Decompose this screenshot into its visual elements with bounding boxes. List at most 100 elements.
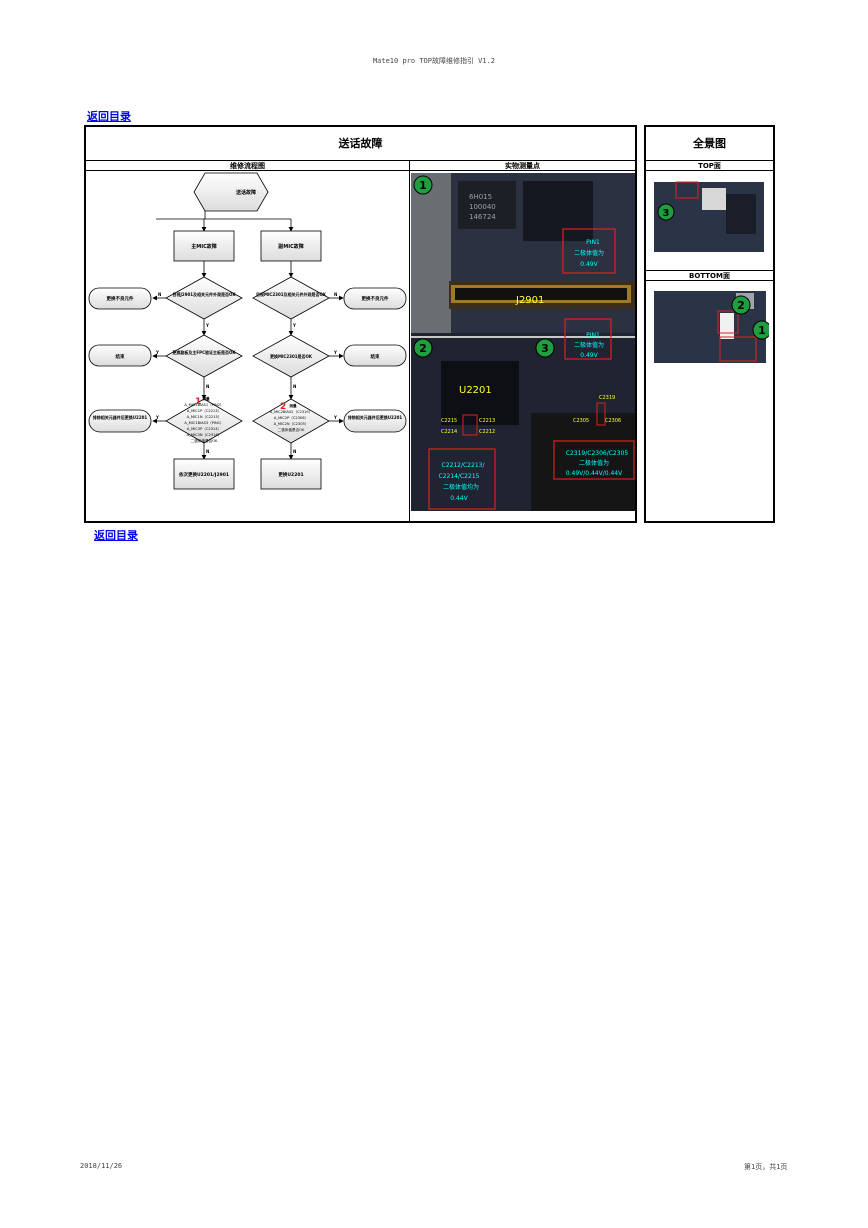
start-node — [193, 172, 269, 212]
no-label-3: N — [206, 384, 209, 389]
reflow-left-node — [88, 409, 152, 433]
no-label-4: N — [293, 384, 296, 389]
note2b-frame — [553, 440, 635, 480]
note3-line-3: 0.49V — [580, 352, 598, 359]
measure-left-text: 测量 A_MIC1BIAS1（PIN2） A_MIC1P（C2213） A_MI… — [184, 396, 223, 443]
label-c2213: C2213 — [479, 418, 495, 424]
note3-line-2: 二极体值为 — [574, 341, 604, 349]
top-board-shield — [702, 188, 726, 210]
measure-right-line-1: 测量 — [289, 403, 297, 408]
bottom-badge-a — [731, 295, 751, 315]
top-face-label: TOP面 — [646, 160, 773, 171]
yes-label-3: Y — [155, 350, 159, 355]
label-c2212: C2212 — [479, 429, 495, 435]
final-right-node — [260, 458, 322, 490]
no-label-2: N — [334, 292, 337, 297]
photo-right-dark — [531, 413, 635, 511]
measure-left-line-3: A_MIC1P（C2213） — [187, 408, 221, 413]
bottom-badge-b-label: 1 — [758, 324, 766, 337]
ic-label: U2201 — [459, 385, 492, 396]
measure-left-line-5: A_MIC1BIAS3（PIN1） — [184, 420, 223, 425]
measure-right-node — [252, 398, 330, 444]
measure-right-line-4: A_MIC2N（C2305） — [274, 421, 309, 426]
photo-separator — [411, 336, 635, 338]
bottom-badge-a-label: 2 — [737, 299, 745, 312]
end-right-label: 结束 — [371, 353, 380, 360]
step-2-marker: 2 — [280, 402, 286, 412]
reflow-left-label: 排除相关元器件后更换U2201 — [93, 414, 148, 420]
top-board-chip — [726, 194, 756, 234]
no-label-1: N — [158, 292, 161, 297]
table-subheader-row: 维修流程图 实物测量点 — [86, 160, 635, 171]
badge-2-label: 2 — [419, 342, 427, 355]
yes-label-1: Y — [205, 323, 209, 328]
yes-label-5: Y — [155, 415, 159, 420]
measure-left-node — [165, 398, 243, 444]
measure-left-line-8: 二极体值是否OK — [191, 438, 218, 443]
replace-bad-left-node — [88, 287, 152, 310]
badge-3 — [535, 338, 555, 358]
start-node-label: 送话故障 — [235, 189, 256, 196]
check-j2901-node — [165, 276, 243, 320]
bottom-board-window — [720, 313, 734, 339]
fault-table: 送话故障 维修流程图 实物测量点 — [84, 125, 637, 523]
final-left-node — [173, 458, 235, 490]
repair-flowchart: 送话故障 主MIC故障 副MIC故障 目视J2901及相关元件外观是否OK 目视… — [88, 172, 407, 490]
final-right-label: 更换U2201 — [278, 471, 303, 478]
ic-u2201 — [441, 361, 519, 425]
chip-top-line-1: 6H015 — [469, 193, 492, 201]
check-mic2301-node — [252, 276, 330, 320]
bottom-face-photo: 2 1 — [650, 285, 769, 371]
badge-2 — [413, 338, 433, 358]
bottom-highlight-a — [717, 310, 739, 334]
chip-top-line-3: 146724 — [469, 213, 496, 221]
no-label-6: N — [293, 449, 296, 454]
back-to-contents-link-bottom[interactable]: 返回目录 — [94, 529, 138, 542]
reflow-right-node — [343, 409, 407, 433]
sub-mic-node — [260, 230, 322, 262]
chip-top-line-2: 100040 — [469, 203, 496, 211]
label-c2215: C2215 — [441, 418, 457, 424]
note2a-line-2: C2214/C2215 — [439, 473, 480, 480]
top-face-photo: 3 — [650, 176, 769, 270]
check-j2901-label: 目视J2901及相关元件外观是否OK — [172, 291, 236, 297]
replace-bad-left-label: 更换不良元件 — [107, 295, 134, 302]
reflow-right-label: 排除相关元器件后更换U2201 — [348, 414, 403, 420]
main-mic-node — [173, 230, 235, 262]
fault-title: 送话故障 — [338, 137, 383, 150]
connector-slot — [455, 288, 627, 300]
swap-mic-node — [252, 334, 330, 378]
end-left-node — [88, 344, 152, 367]
end-right-node — [343, 344, 407, 367]
top-badge — [657, 203, 675, 221]
badge-3-label: 3 — [541, 342, 549, 355]
note2a-line-4: 0.44V — [450, 495, 468, 502]
swap-board-node — [165, 334, 243, 378]
badge-1 — [413, 175, 433, 195]
swap-mic-label: 更换MIC2301是否OK — [270, 353, 313, 359]
check-mic2301-label: 目视MIC2301及相关元件外观是否OK — [256, 291, 327, 297]
note2a-frame — [428, 448, 496, 510]
footer-page: 第1页，共1页 — [744, 1163, 788, 1171]
measure-right-line-3: A_MIC2P（C2306） — [274, 415, 308, 420]
measure-right-line-2: A_MIC2BIAS2（C2319） — [270, 409, 313, 414]
measure-left-line-4: A_MIC1N（C2215） — [187, 414, 222, 419]
measure-left-line-7: A_MIC3N（C2316） — [187, 432, 222, 437]
panorama-title: 全景图 — [693, 137, 726, 150]
bottom-highlight-b — [719, 336, 757, 362]
label-c2214: C2214 — [441, 429, 457, 435]
label-c2305: C2305 — [573, 418, 589, 424]
chip-top-right — [523, 181, 593, 241]
swap-board-label: 更换副板及主FPC验证主板是否OK — [172, 349, 236, 355]
note1-line-3: 0.49V — [580, 261, 598, 268]
measure-left-line-1: 测量 — [202, 396, 210, 401]
replace-bad-right-label: 更换不良元件 — [362, 295, 389, 302]
pin1-frame-3 — [564, 318, 612, 360]
badge-1-label: 1 — [419, 179, 427, 192]
back-to-contents-link-top[interactable]: 返回目录 — [87, 110, 131, 123]
chip-top — [458, 181, 516, 229]
flow-header: 维修流程图 — [230, 162, 265, 170]
note2a-line-3: 二极体值均为 — [443, 483, 479, 491]
note2b-line-3: 0.49V/0.44V/0.44V — [566, 470, 623, 477]
measure-right-text: 测量 A_MIC2BIAS2（C2319） A_MIC2P（C2306） A_M… — [270, 403, 313, 432]
